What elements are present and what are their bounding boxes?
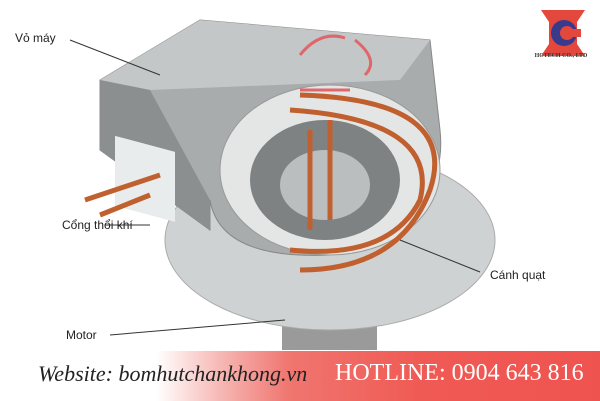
hotline-text: HOTLINE: 0904 643 816: [335, 360, 584, 386]
logo-company-name: HCTECH CO., LTD: [534, 53, 588, 59]
housing-top: [100, 20, 430, 90]
housing-leader: [69, 39, 161, 76]
motor-leader: [109, 319, 286, 336]
hctech-logo: [541, 10, 585, 56]
airflow-arrows: [84, 92, 438, 273]
rotation-arrows: [298, 34, 373, 92]
label-housing: Vỏ máy: [15, 31, 56, 45]
impeller-leader: [399, 239, 481, 273]
label-impeller: Cánh quạt: [490, 268, 546, 282]
label-outlet: Cổng thổi khí: [62, 218, 133, 232]
contact-banner: Website: bomhutchankhong.vn HOTLINE: 090…: [0, 351, 600, 401]
website-link[interactable]: Website: bomhutchankhong.vn: [38, 361, 308, 386]
label-motor: Motor: [66, 328, 97, 342]
impeller-hub: [280, 150, 370, 220]
centrifugal-fan-illustration: [69, 19, 496, 350]
